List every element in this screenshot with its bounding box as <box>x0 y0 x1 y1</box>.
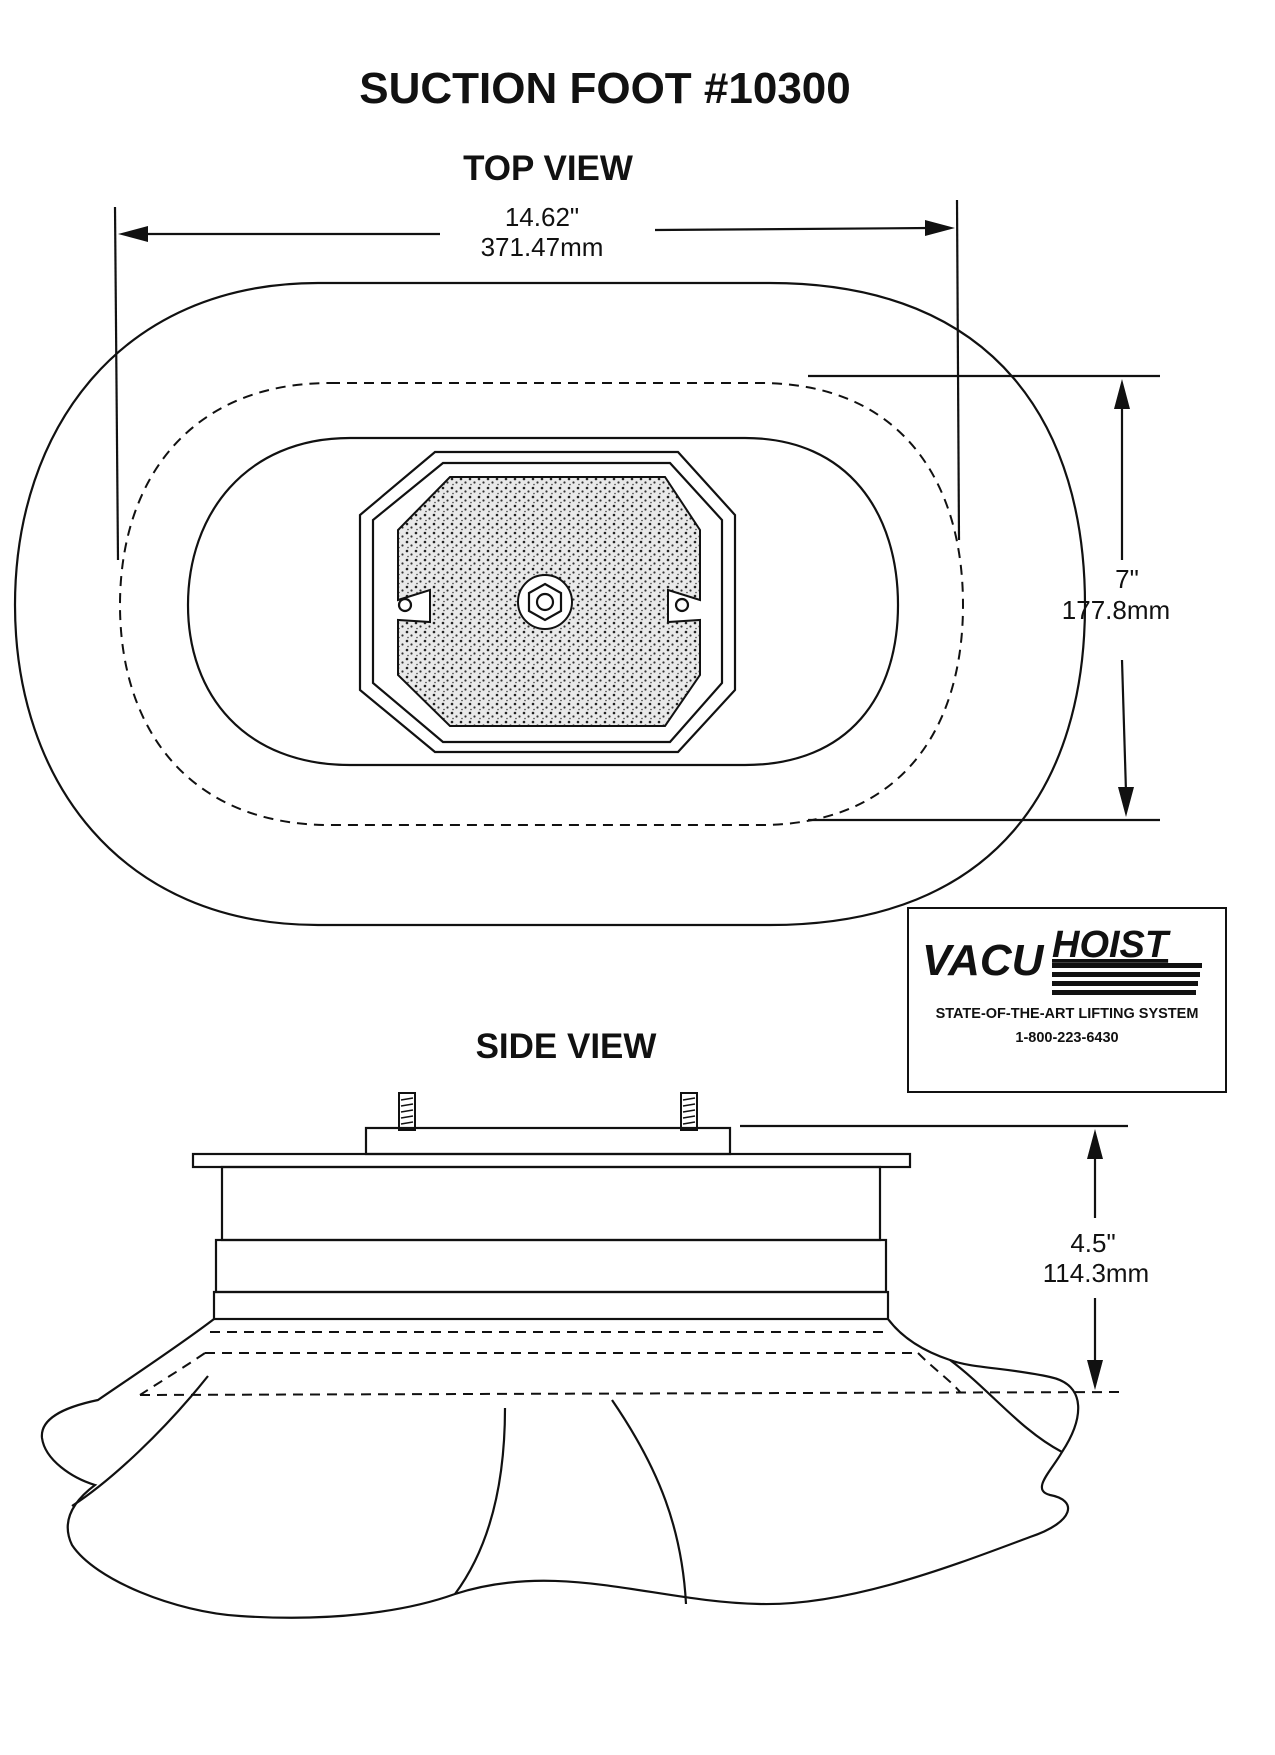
top-plate <box>191 1152 912 1169</box>
side-height-arrow-top <box>1087 1129 1103 1159</box>
skirt-fold-3 <box>611 1399 688 1605</box>
height-arrow-top <box>1114 379 1130 409</box>
stud-right <box>680 1092 698 1131</box>
width-arrow-left <box>118 226 148 242</box>
side-view: 4.5" 114.3mm <box>40 1092 1149 1619</box>
height-inches: 7" <box>1115 564 1139 594</box>
body-band <box>214 1238 888 1294</box>
suction-skirt-outline <box>40 1318 1080 1619</box>
logo-brand-left: VACU <box>922 936 1045 985</box>
width-mm: 371.47mm <box>481 232 604 262</box>
logo-border <box>907 907 1227 1093</box>
side-height-mm: 114.3mm <box>1043 1258 1149 1288</box>
skirt-fold-4 <box>949 1359 1063 1453</box>
mounting-plate-outer <box>358 450 737 754</box>
logo-speed-stripes <box>1052 963 1202 995</box>
width-dimension-line-right <box>654 226 931 232</box>
center-nut-washer <box>517 574 573 630</box>
stud-left <box>398 1092 416 1131</box>
width-extension-right <box>955 199 961 541</box>
hidden-line-left-slope <box>139 1352 206 1396</box>
hidden-line-base <box>139 1391 1126 1396</box>
width-arrow-right <box>925 220 955 236</box>
logo-phone: 1-800-223-6430 <box>1015 1030 1118 1046</box>
hidden-line-right-slope <box>917 1352 961 1393</box>
body-upper <box>220 1165 882 1242</box>
mounting-hole-right <box>674 597 690 613</box>
height-mm: 177.8mm <box>1062 595 1170 625</box>
seal-outline-dashed <box>118 382 965 826</box>
skirt-fold-2 <box>454 1407 507 1595</box>
top-view: 14.62" 371.47mm 7" 177.8mm <box>13 199 1170 927</box>
top-view-label: TOP VIEW <box>463 149 633 188</box>
mounting-hole-left <box>397 597 413 613</box>
mounting-plate-inner <box>371 461 724 744</box>
center-stud <box>535 592 555 612</box>
side-height-arrow-bottom <box>1087 1360 1103 1390</box>
width-inches: 14.62" <box>505 202 579 232</box>
body-base <box>212 1290 890 1321</box>
side-height-inches: 4.5" <box>1070 1228 1115 1258</box>
width-extension-left <box>113 206 120 561</box>
inner-pad-outline <box>186 436 900 767</box>
mount-block <box>364 1126 732 1156</box>
page-title: SUCTION FOOT #10300 <box>359 64 850 113</box>
height-arrow-bottom <box>1118 787 1134 817</box>
side-view-label: SIDE VIEW <box>476 1027 657 1066</box>
outer-flange-outline <box>13 281 1087 927</box>
logo-brand-right: HOIST <box>1052 924 1171 966</box>
center-nut <box>527 582 563 622</box>
vacuhoist-logo-box: VACU HOIST STATE-OF-THE-ART LIFTING SYST… <box>907 907 1227 1093</box>
height-dimension-line-bottom <box>1120 659 1128 793</box>
logo-tagline: STATE-OF-THE-ART LIFTING SYSTEM <box>936 1006 1199 1022</box>
